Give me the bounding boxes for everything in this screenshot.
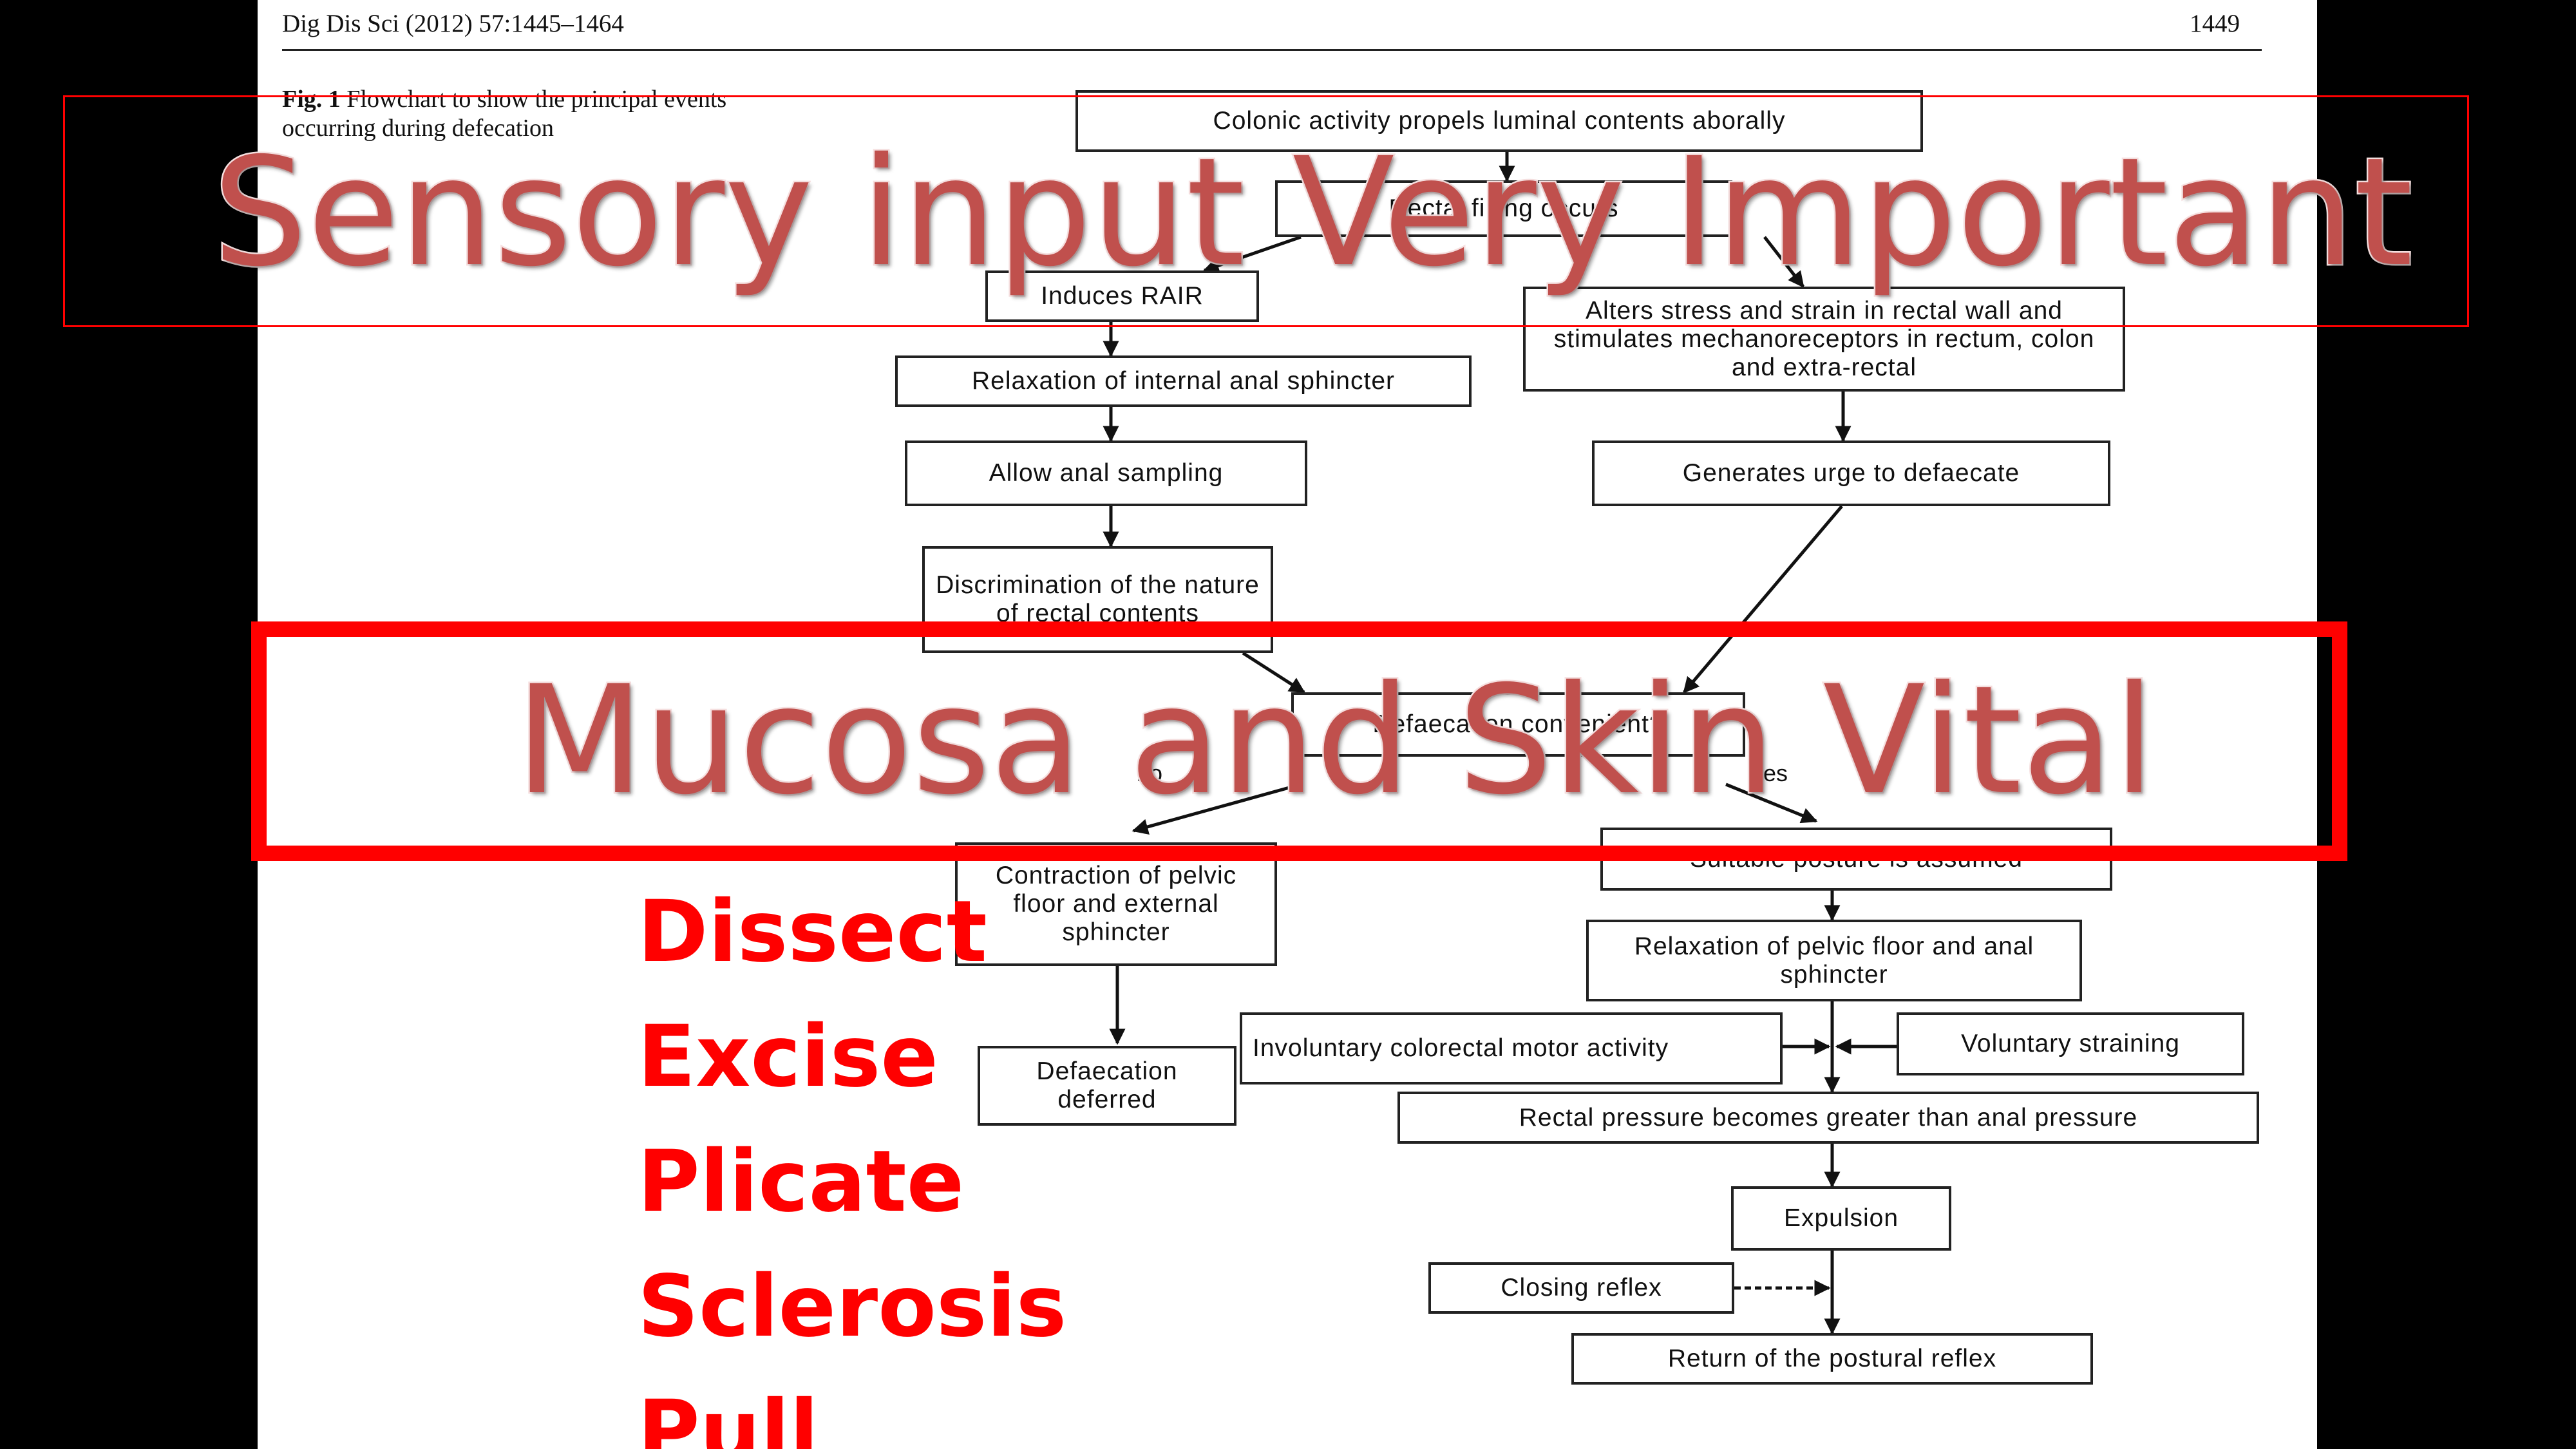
figure-caption: Fig. 1 Flowchart to show the principal e… <box>282 85 759 143</box>
node-voluntary-straining: Voluntary straining <box>1897 1012 2244 1075</box>
node-anal-sampling: Allow anal sampling <box>905 440 1307 506</box>
edge-n8-n9 <box>1242 651 1306 694</box>
node-colonic-activity: Colonic activity propels luminal content… <box>1075 90 1923 152</box>
edge-n7-n9 <box>1683 505 1843 694</box>
node-rectal-filling: Rectal filling occurs <box>1275 180 1732 237</box>
node-relax-pelvic-floor: Relaxation of pelvic floor and anal sphi… <box>1586 920 2082 1001</box>
action-plicate: Plicate <box>638 1132 965 1231</box>
document-page: Dig Dis Sci (2012) 57:1445–1464 1449 Fig… <box>258 0 2317 1449</box>
action-excise: Excise <box>638 1007 938 1106</box>
top-banner-frame <box>63 95 2469 327</box>
flowchart-connectors <box>1103 152 1897 1335</box>
node-urge-to-defaecate: Generates urge to defaecate <box>1592 440 2110 506</box>
journal-citation: Dig Dis Sci (2012) 57:1445–1464 <box>282 10 624 37</box>
node-closing-reflex: Closing reflex <box>1428 1262 1734 1314</box>
node-induces-rair: Induces RAIR <box>985 270 1259 322</box>
node-postural-reflex: Return of the postural reflex <box>1571 1333 2093 1385</box>
edge-n9-n10 <box>1132 782 1302 835</box>
action-sclerosis: Sclerosis <box>638 1257 1067 1356</box>
edge-n2-n3 <box>1202 235 1302 274</box>
node-defaecation-deferred: Defaecation deferred <box>978 1046 1236 1126</box>
action-dissect: Dissect <box>638 882 987 981</box>
figure-label: Fig. 1 <box>282 86 341 113</box>
top-banner-text: Sensory input Very Important <box>211 126 2415 299</box>
header-rule <box>282 49 2262 51</box>
page-number: 1449 <box>2190 10 2240 37</box>
middle-banner-frame <box>251 621 2347 861</box>
node-defaecation-convenient: Defaecation convenient? <box>1291 692 1745 757</box>
node-involuntary-motor: Involuntary colorectal motor activity <box>1240 1012 1783 1084</box>
branch-label-yes: yes <box>1752 760 1788 786</box>
node-rectal-pressure: Rectal pressure becomes greater than ana… <box>1397 1092 2259 1144</box>
node-alters-stress: Alters stress and strain in rectal wall … <box>1523 287 2125 392</box>
node-contraction-pelvic-floor: Contraction of pelvic floor and external… <box>955 842 1277 966</box>
middle-banner-text: Mucosa and Skin Vital <box>513 654 2156 828</box>
edge-n2-n4 <box>1763 236 1804 288</box>
figure-caption-text: Flowchart to show the principal events o… <box>282 86 727 142</box>
branch-label-no: no <box>1137 760 1163 786</box>
edge-n9-n11 <box>1725 782 1818 824</box>
node-expulsion: Expulsion <box>1731 1186 1951 1251</box>
node-relax-internal-sphincter: Relaxation of internal anal sphincter <box>895 355 1472 407</box>
action-pull: Pull <box>638 1382 819 1449</box>
